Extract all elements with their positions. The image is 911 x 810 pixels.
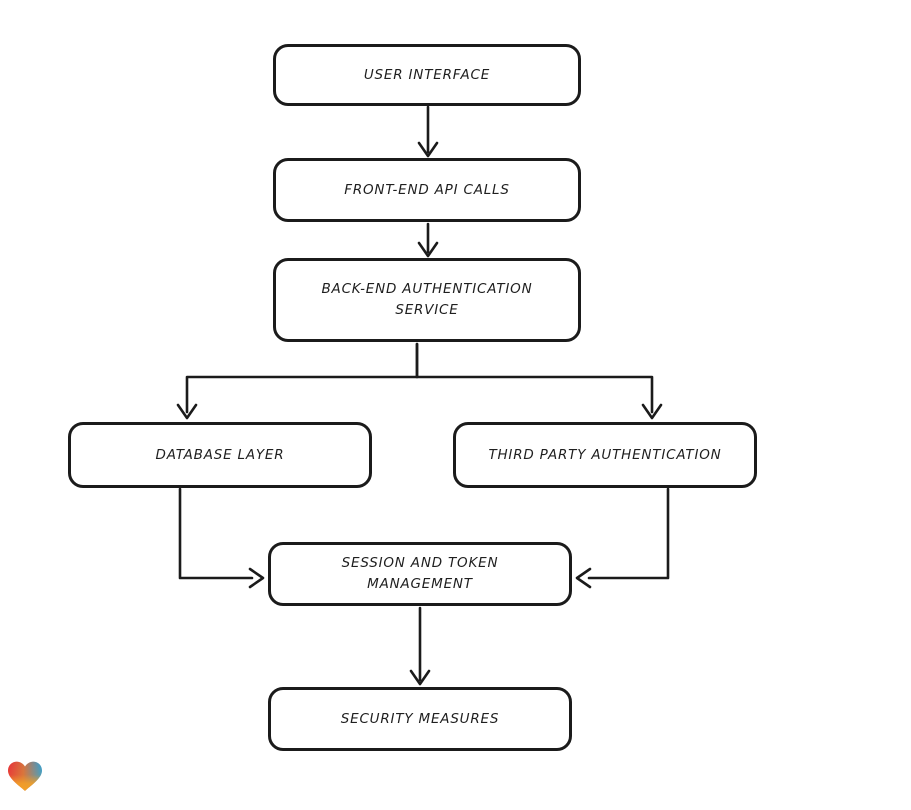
node-third-party-authentication: THIRD PARTY AUTHENTICATION [453, 422, 757, 488]
arrow-user-interface-to-front-end-api-calls [417, 105, 439, 158]
arrow-third-party-authentication-to-session-and-token-management [575, 487, 670, 589]
node-front-end-api-calls: FRONT-END API CALLS [273, 158, 581, 222]
node-user-interface: USER INTERFACE [273, 44, 581, 106]
node-database-layer: DATABASE LAYER [68, 422, 372, 488]
node-label: FRONT-END API CALLS [344, 181, 510, 198]
node-back-end-authentication-service: BACK-END AUTHENTICATION SERVICE [273, 258, 581, 342]
arrow-session-and-token-management-to-security-measures [409, 606, 431, 686]
node-label: THIRD PARTY AUTHENTICATION [488, 446, 722, 463]
arrow-back-end-authentication-service-to-third-party-authentication [415, 342, 663, 420]
node-session-and-token-management: SESSION AND TOKEN MANAGEMENT [268, 542, 572, 606]
node-label: SECURITY MEASURES [340, 710, 500, 727]
node-label: DATABASE LAYER [155, 446, 285, 463]
gradient-heart-icon [8, 761, 42, 791]
node-security-measures: SECURITY MEASURES [268, 687, 572, 751]
arrow-back-end-authentication-service-to-database-layer [176, 342, 419, 420]
node-label: BACK-END AUTHENTICATION SERVICE [321, 281, 533, 318]
gradient-heart-logo[interactable] [6, 757, 44, 795]
arrow-database-layer-to-session-and-token-management [178, 487, 265, 589]
node-label: USER INTERFACE [363, 66, 491, 83]
arrow-front-end-api-calls-to-back-end-authentication-service [417, 222, 439, 258]
node-label: SESSION AND TOKEN MANAGEMENT [341, 555, 499, 592]
